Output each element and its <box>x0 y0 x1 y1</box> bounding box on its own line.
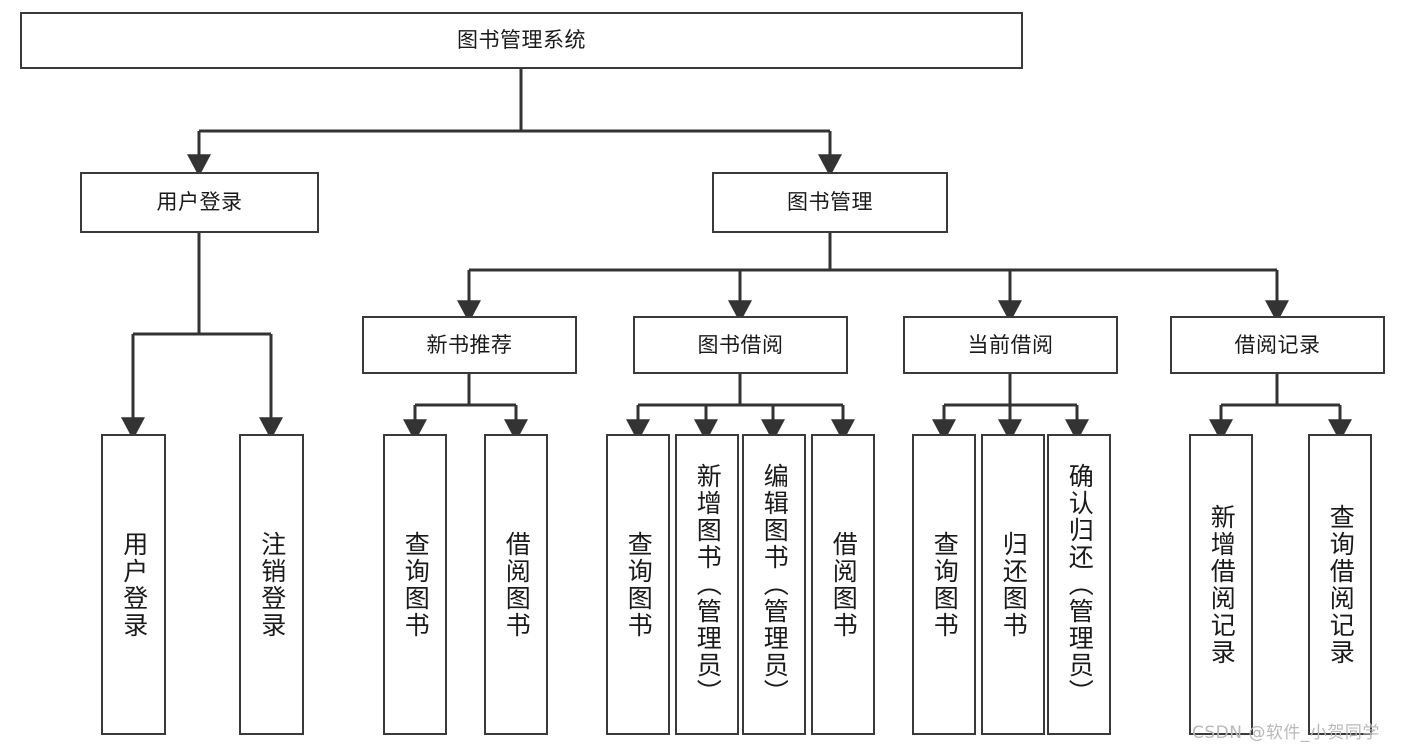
node-label: 查询图书 <box>930 530 960 639</box>
leaf-current-query-book[interactable]: 查询图书 <box>912 434 976 735</box>
leaf-new-book-query[interactable]: 查询图书 <box>383 434 447 735</box>
node-label: 图书管理 <box>787 190 873 215</box>
node-label: 查询图书 <box>401 530 431 639</box>
node-label: 用户登录 <box>156 190 243 215</box>
node-borrow-records[interactable]: 借阅记录 <box>1170 316 1385 374</box>
leaf-user-login-signin[interactable]: 用户登录 <box>101 434 166 735</box>
node-label: 归还图书 <box>999 530 1029 639</box>
node-label: 用户登录 <box>119 530 149 639</box>
node-label: 确认归还（管理员） <box>1065 463 1095 706</box>
node-label: 编辑图书（管理员） <box>760 463 790 706</box>
node-label: 图书管理系统 <box>457 28 586 53</box>
node-label: 查询借阅记录 <box>1326 503 1356 666</box>
node-label: 借阅记录 <box>1234 332 1321 357</box>
leaf-record-add[interactable]: 新增借阅记录 <box>1189 434 1253 735</box>
leaf-borrow-query-book[interactable]: 查询图书 <box>606 434 670 735</box>
leaf-new-book-borrow[interactable]: 借阅图书 <box>484 434 548 735</box>
leaf-borrow-edit-book[interactable]: 编辑图书（管理员） <box>742 434 806 735</box>
node-label: 借阅图书 <box>502 530 532 639</box>
leaf-borrow-add-book[interactable]: 新增图书（管理员） <box>675 434 739 735</box>
node-root[interactable]: 图书管理系统 <box>20 12 1023 69</box>
watermark-text: CSDN @软件_小贺同学 <box>1192 723 1380 743</box>
node-label: 注销登录 <box>257 530 287 639</box>
node-label: 图书借阅 <box>697 332 784 357</box>
node-label: 借阅图书 <box>829 530 859 639</box>
node-label: 查询图书 <box>624 530 654 639</box>
leaf-current-return-book[interactable]: 归还图书 <box>981 434 1045 735</box>
node-label: 新增图书（管理员） <box>693 463 723 706</box>
node-book-management[interactable]: 图书管理 <box>712 172 948 233</box>
leaf-record-query[interactable]: 查询借阅记录 <box>1308 434 1372 735</box>
node-new-book-recommend[interactable]: 新书推荐 <box>362 316 577 374</box>
leaf-current-confirm-return[interactable]: 确认归还（管理员） <box>1047 434 1111 735</box>
node-label: 新书推荐 <box>426 332 513 357</box>
leaf-borrow-borrow-book[interactable]: 借阅图书 <box>811 434 875 735</box>
leaf-user-login-signout[interactable]: 注销登录 <box>239 434 304 735</box>
node-book-borrow[interactable]: 图书借阅 <box>633 316 848 374</box>
node-current-borrow[interactable]: 当前借阅 <box>903 316 1118 374</box>
node-label: 新增借阅记录 <box>1207 503 1237 666</box>
node-label: 当前借阅 <box>967 332 1054 357</box>
node-user-login[interactable]: 用户登录 <box>80 172 319 233</box>
